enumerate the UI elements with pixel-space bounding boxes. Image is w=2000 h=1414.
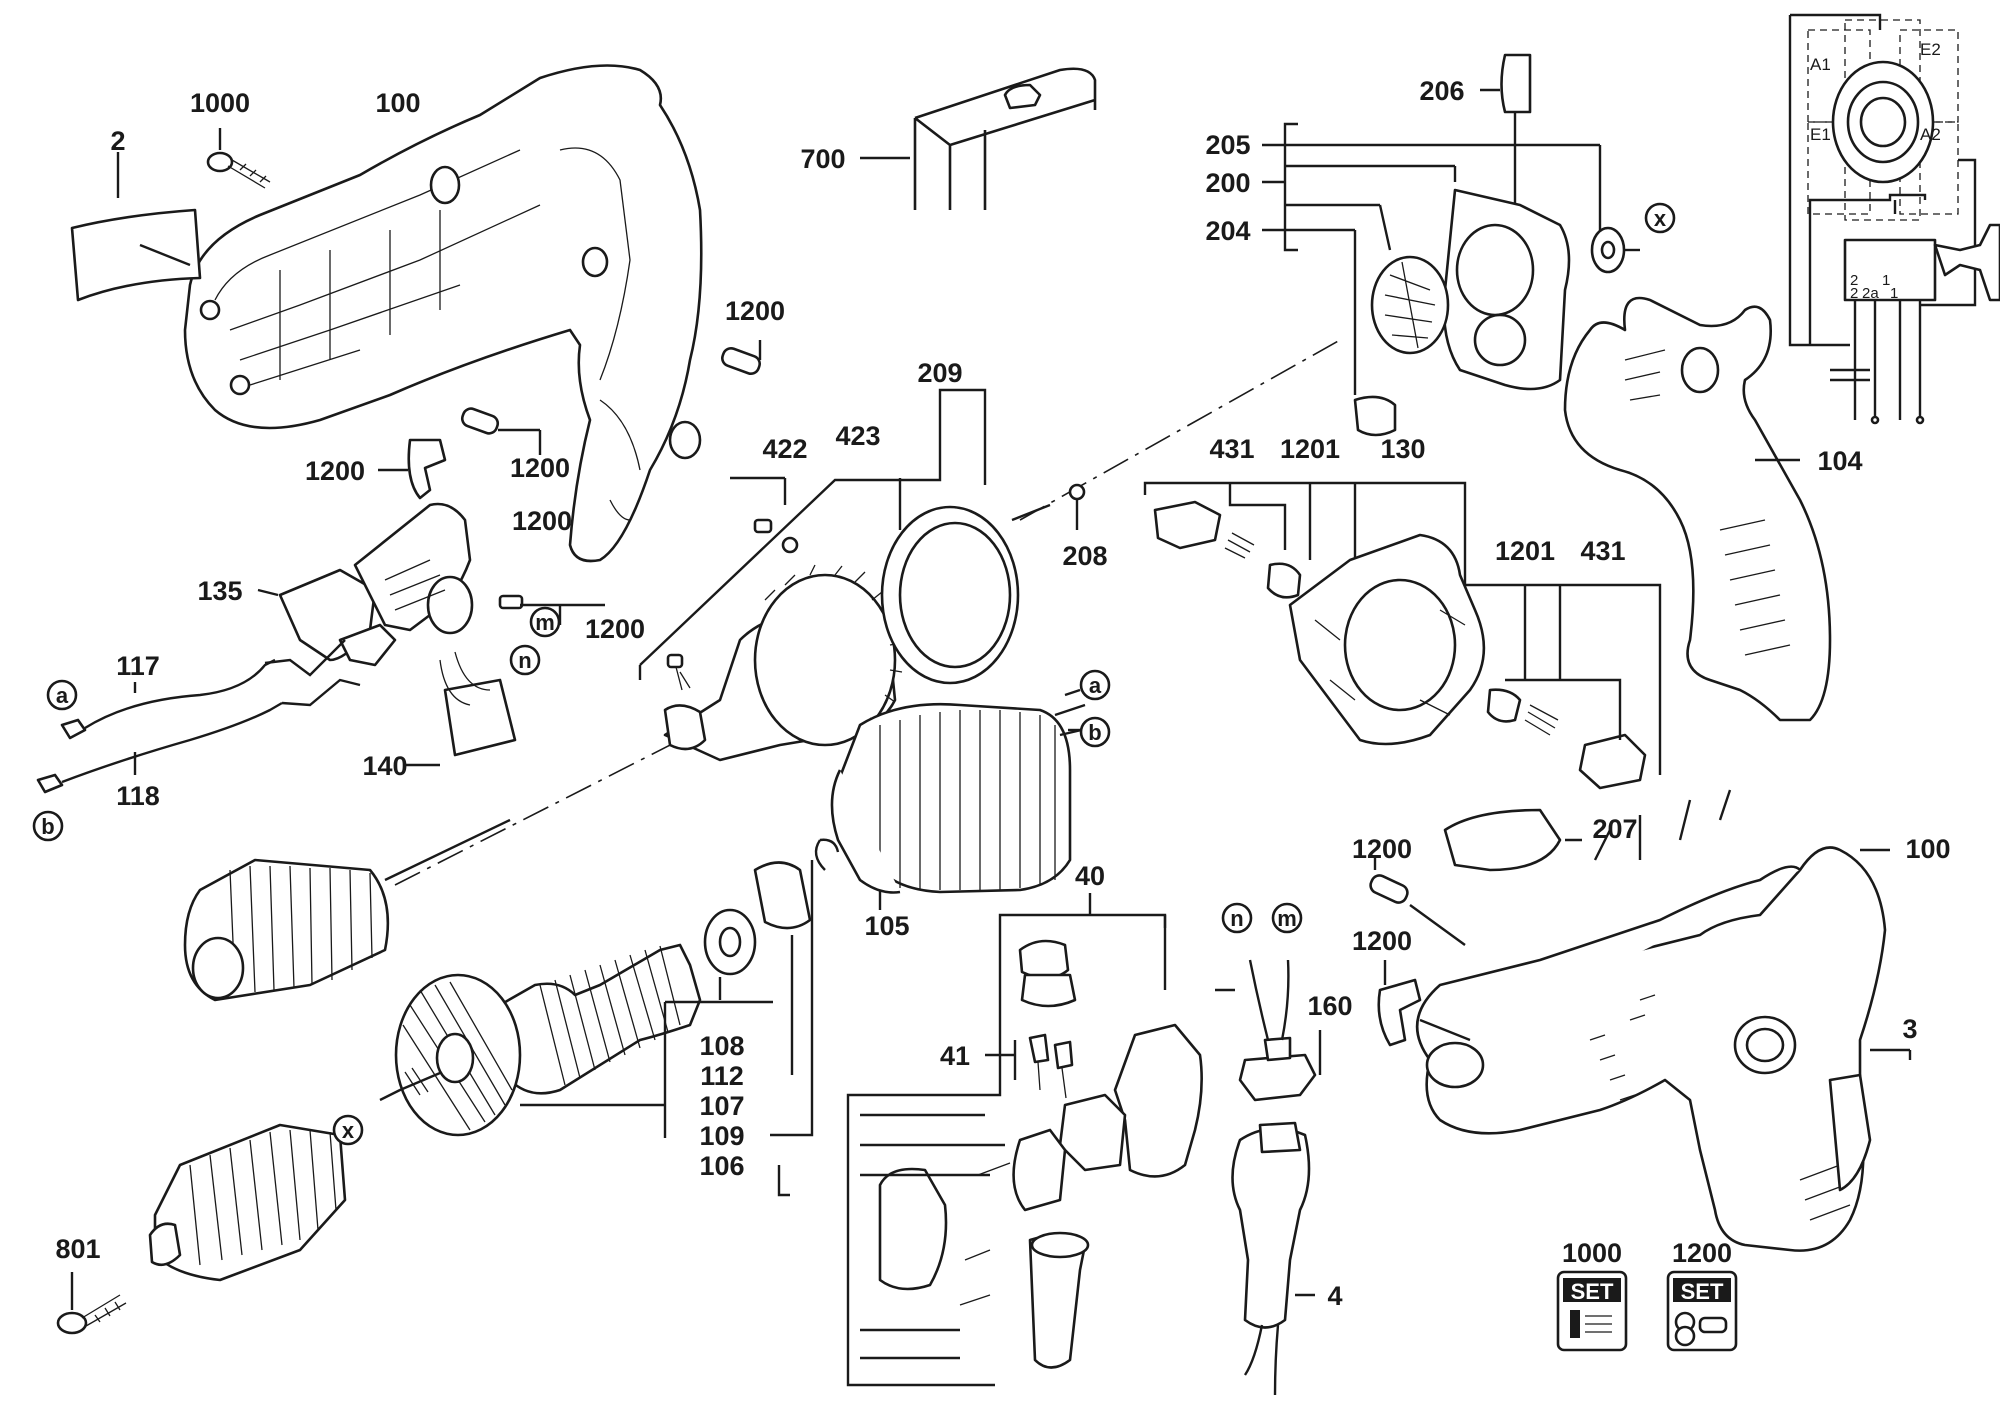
wire-label-A2: A2 [1920,125,1941,144]
callout-204: 204 [1205,216,1250,246]
callout-1000: 1000 [190,88,250,118]
callout-117: 117 [116,651,160,681]
screw-1000 [206,128,271,189]
chuck-keyless-lower [148,1123,347,1282]
callout-labels: 2 1000 100 1200 1200 1200 1200 700 206 2… [55,76,1950,1311]
connector-m-switch: m [535,610,555,635]
wire-label-A1: A1 [1810,55,1831,74]
switch-assembly-135 [257,502,605,767]
handle-half-104 [1563,296,1832,722]
callout-1200-e: 1200 [585,614,645,644]
connector-m-cord: m [1277,906,1297,931]
wiring-labels: A1 E2 E1 A2 2 2a 1 2 1 [1810,40,1941,302]
callout-200: 200 [1205,168,1250,198]
set-badge-1000: SET [1571,1279,1614,1304]
callout-140: 140 [362,751,407,781]
set-number-1200: 1200 [1672,1238,1732,1268]
callout-422: 422 [762,434,807,464]
callout-107: 107 [699,1091,744,1121]
ring-208 [1068,483,1086,530]
housing-right-assembled [1369,789,1912,1252]
callout-104: 104 [1817,446,1862,476]
callout-112: 112 [700,1061,744,1091]
callout-423: 423 [835,421,880,451]
callout-431-left: 431 [1209,434,1254,464]
callout-100-bottom: 100 [1905,834,1950,864]
callout-205: 205 [1205,130,1250,160]
callout-431-right: 431 [1580,536,1625,566]
carry-case-700 [860,67,1097,210]
callout-206: 206 [1419,76,1464,106]
callout-40: 40 [1075,861,1105,891]
callout-3: 3 [1902,1014,1917,1044]
connector-n-cord: n [1230,906,1243,931]
set-badge-1200: SET [1681,1279,1724,1304]
callout-108: 108 [699,1031,744,1061]
brush-holder-130 [1143,481,1662,790]
callout-109: 109 [699,1121,744,1151]
housing-left-half [183,64,703,563]
callout-100-top: 100 [375,88,420,118]
callout-135: 135 [197,576,242,606]
wires-117-118 [36,639,361,794]
callout-1200-g: 1200 [1352,926,1412,956]
wire-label-E2: E2 [1920,40,1941,59]
connector-n-switch: n [518,648,531,673]
callout-130: 130 [1380,434,1425,464]
callout-41: 41 [940,1041,970,1071]
callout-208: 208 [1062,541,1107,571]
callout-105: 105 [864,911,909,941]
connector-x-bottom: x [342,1118,355,1143]
chuck-keyless-upper [183,818,511,1002]
callout-118: 118 [116,781,160,811]
terminal-1: 1 [1882,272,1890,289]
callout-700: 700 [800,144,845,174]
connector-b-right: b [1088,720,1101,745]
armature-107 [379,838,840,1197]
callout-1200-f: 1200 [1352,834,1412,864]
connector-b-left: b [41,814,54,839]
callout-1201-right: 1201 [1495,536,1555,566]
terminal-2a: 2a [1862,285,1879,302]
callout-2: 2 [110,126,125,156]
terminal-2-lower: 2 [1850,285,1858,302]
callout-1200-c: 1200 [305,456,365,486]
callout-106: 106 [699,1151,744,1181]
pins-1200-top [378,340,762,500]
label-sticker-2 [70,152,202,302]
callout-4: 4 [1327,1281,1342,1311]
callout-160: 160 [1307,991,1352,1021]
gear-assembly [638,388,1051,762]
terminal-2: 2 [1850,272,1858,289]
stator-105 [830,702,1091,910]
callout-1200-a: 1200 [725,296,785,326]
callout-209: 209 [917,358,962,388]
connector-a-left: a [56,683,69,708]
connector-x-top: x [1654,206,1667,231]
bearing-plate-assembly [1262,53,1640,437]
connector-markers: x x a a b b m m n n [32,202,1676,1146]
wiring-schematic [1788,13,2000,425]
set-icon-1000: SET [1556,1270,1628,1352]
set-icon-1200: SET [1666,1270,1738,1352]
terminal-1-lower: 1 [1890,285,1898,302]
callout-801: 801 [55,1234,100,1264]
set-number-1000: 1000 [1562,1238,1622,1268]
screw-801 [56,1272,127,1335]
callout-1200-b: 1200 [510,453,570,483]
cord-connector-group [846,893,1322,1396]
callout-1201-left: 1201 [1280,434,1340,464]
callout-1200-d: 1200 [512,506,572,536]
wire-label-E1: E1 [1810,125,1831,144]
callout-207: 207 [1592,814,1637,844]
connector-a-right: a [1089,673,1102,698]
